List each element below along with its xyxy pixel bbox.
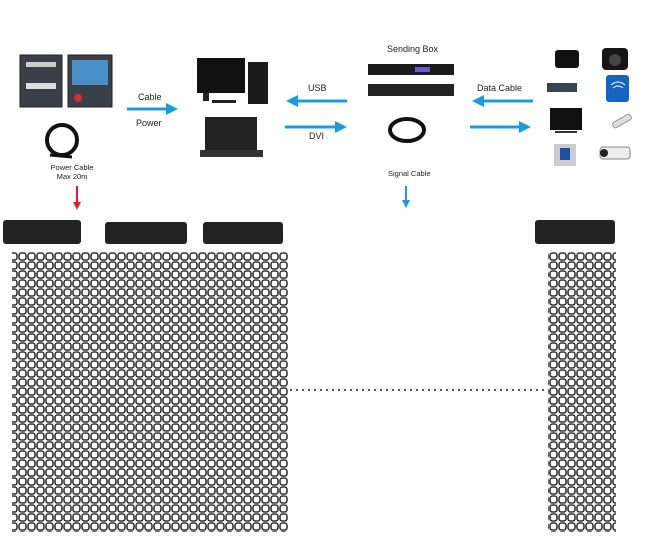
usb-drive-icon	[612, 113, 632, 129]
camera-icon	[602, 48, 628, 70]
sending-box-label: Sending Box	[387, 44, 439, 54]
laptop-icon	[200, 117, 263, 157]
power-cable-icon	[45, 123, 79, 159]
led-mesh-panel-icon	[12, 252, 616, 532]
power-label: Power	[136, 118, 162, 128]
power-cable-text: Power Cable	[50, 163, 94, 172]
power-distribution-box-icon	[19, 54, 113, 108]
memory-card-icon	[554, 144, 576, 166]
usb-label: USB	[308, 83, 327, 93]
cctv-camera-icon	[599, 146, 631, 160]
sending-box-icon	[368, 64, 454, 96]
dvd-player-icon	[547, 83, 577, 92]
power-cable-label: Power Cable Max 20m	[42, 163, 102, 181]
dvi-label: DVI	[309, 131, 325, 141]
led-mesh-controller-boxes	[3, 220, 615, 244]
power-cable-max-text: Max 20m	[56, 172, 88, 181]
desktop-computer-icon	[197, 58, 268, 104]
tv-icon	[550, 108, 582, 133]
data-cable-label: Data Cable	[477, 83, 523, 93]
signal-cable-label: Signal Cable	[388, 169, 431, 178]
wifi-icon	[606, 75, 629, 102]
cable-label: Cable	[138, 92, 162, 102]
video-camera-icon	[555, 50, 579, 68]
signal-cable-icon	[388, 117, 426, 143]
